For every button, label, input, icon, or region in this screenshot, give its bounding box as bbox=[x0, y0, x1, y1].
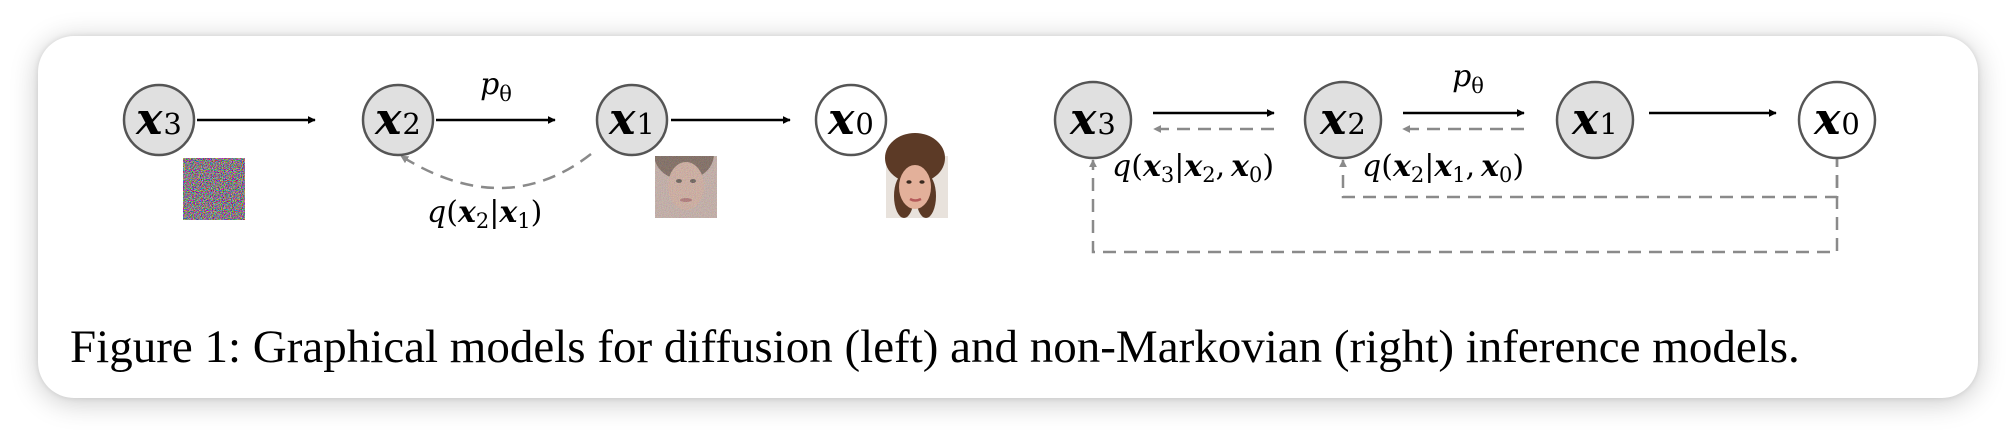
graphical-model-diagram: x3 x2 x1 x0 pθ q(x2|x1) bbox=[122, 59, 1877, 254]
svg-text:x0: x0 bbox=[1813, 94, 1860, 145]
svg-text:x0: x0 bbox=[827, 94, 874, 145]
svg-text:x2: x2 bbox=[374, 94, 421, 145]
node-x0-sub: 0 bbox=[855, 107, 873, 141]
node-x1-sub: 1 bbox=[636, 107, 654, 141]
left-inference-label: q(x2|x1) bbox=[427, 195, 542, 233]
node-x0-sub: 0 bbox=[1841, 107, 1859, 141]
svg-text:x3: x3 bbox=[1069, 94, 1116, 145]
noise-image bbox=[183, 158, 245, 220]
node-x1-base: x bbox=[1571, 94, 1599, 145]
left-node-x2: x2 bbox=[361, 83, 435, 157]
node-x0-base: x bbox=[827, 94, 855, 145]
figure-card: x3 x2 x1 x0 pθ q(x2|x1) bbox=[38, 36, 1978, 398]
right-inference-label-x2: q(x2|x1,x0) bbox=[1362, 149, 1524, 187]
svg-text:x1: x1 bbox=[1571, 94, 1618, 145]
right-inference-x0-x3 bbox=[1089, 154, 1839, 254]
right-node-x1: x1 bbox=[1555, 80, 1635, 160]
svg-text:x1: x1 bbox=[608, 94, 655, 145]
left-node-x3: x3 bbox=[122, 83, 196, 157]
right-node-x0: x0 bbox=[1797, 80, 1877, 160]
node-x1-sub: 1 bbox=[1599, 107, 1617, 141]
clean-face-image bbox=[885, 133, 948, 218]
svg-text:x3: x3 bbox=[135, 94, 182, 145]
node-x1-base: x bbox=[608, 94, 636, 145]
node-x2-sub: 2 bbox=[1347, 107, 1365, 141]
node-x3-sub: 3 bbox=[1097, 107, 1115, 141]
noisy-face-image bbox=[655, 156, 717, 218]
right-node-x3: x3 bbox=[1053, 80, 1133, 160]
right-generative-label: pθ bbox=[1452, 59, 1484, 98]
left-model: x3 x2 x1 x0 pθ q(x2|x1) bbox=[122, 67, 948, 233]
right-node-x2: x2 bbox=[1303, 80, 1383, 160]
left-generative-label: pθ bbox=[480, 67, 512, 106]
left-node-x0: x0 bbox=[814, 83, 888, 157]
node-x2-sub: 2 bbox=[402, 107, 420, 141]
right-model: x3 x2 x1 x0 pθ q(x3|x2,x0) q(x2|x1,x0) bbox=[1053, 59, 1877, 254]
right-inference-x0-x2 bbox=[1339, 154, 1839, 199]
left-inference-arc bbox=[400, 153, 592, 190]
svg-text:x2: x2 bbox=[1319, 94, 1366, 145]
node-x3-base: x bbox=[1069, 94, 1097, 145]
left-node-x1: x1 bbox=[595, 83, 669, 157]
figure-caption: Figure 1: Graphical models for diffusion… bbox=[70, 321, 1800, 373]
right-inference-label-x3: q(x3|x2,x0) bbox=[1112, 149, 1274, 187]
node-x2-base: x bbox=[374, 94, 402, 145]
node-x3-sub: 3 bbox=[163, 107, 181, 141]
node-x0-base: x bbox=[1813, 94, 1841, 145]
node-x3-base: x bbox=[135, 94, 163, 145]
node-x2-base: x bbox=[1319, 94, 1347, 145]
